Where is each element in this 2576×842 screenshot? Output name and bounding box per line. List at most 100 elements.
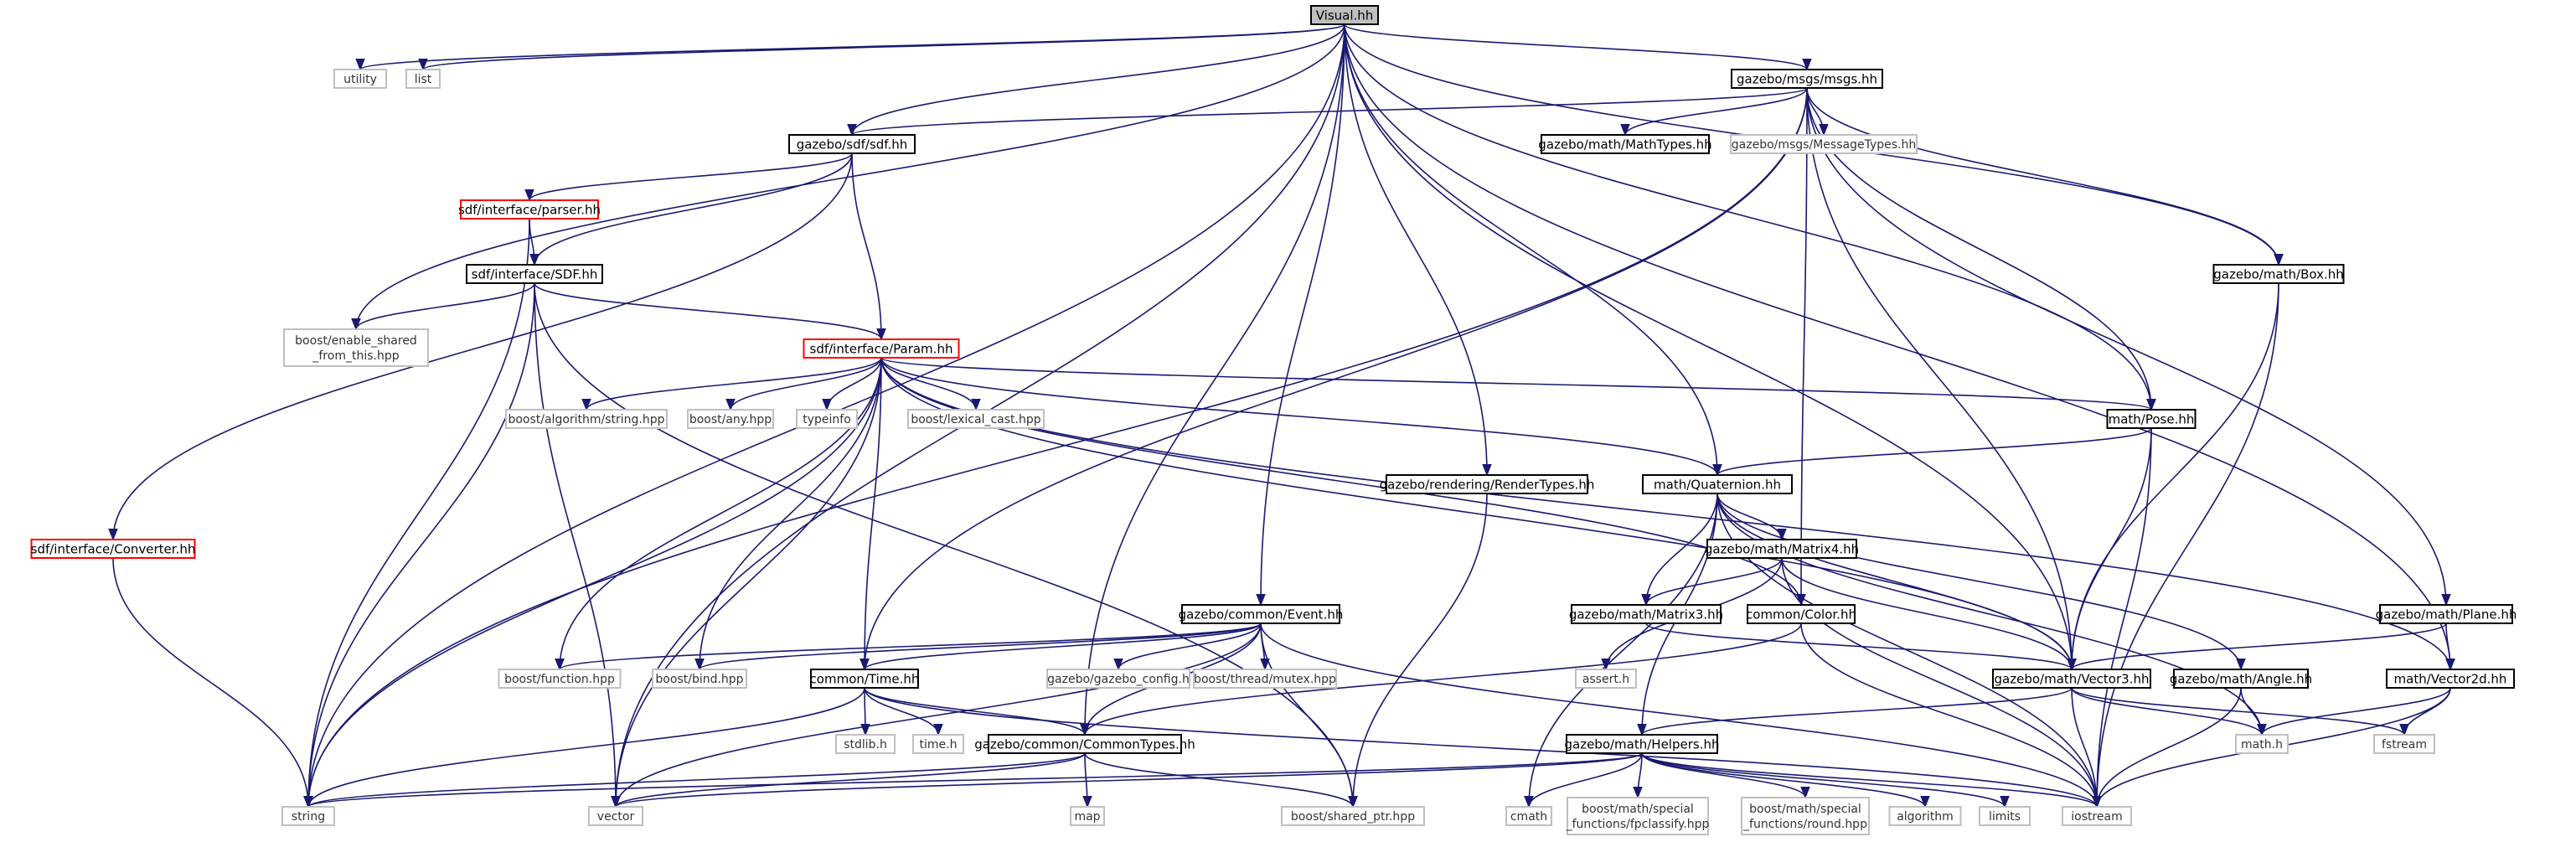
node-box: [588, 806, 643, 826]
node-enable: boost/enable_shared_from_this.hpp: [283, 328, 429, 367]
node-box: [460, 199, 599, 220]
edge-plane-to-vector3: [2067, 622, 2447, 671]
node-label: common/Color.hh: [1746, 607, 1856, 622]
node-time[interactable]: common/Time.hh: [810, 669, 920, 689]
node-label: gazebo/math/Matrix4.hh: [1705, 542, 1859, 557]
node-parser[interactable]: sdf/interface/parser.hh: [458, 199, 601, 220]
edge-pose-to-vector3: [2067, 427, 2152, 671]
node-label: iostream: [2071, 810, 2123, 824]
node-mathtypes[interactable]: gazebo/math/MathTypes.hh: [1538, 134, 1712, 154]
node-plane[interactable]: gazebo/math/Plane.hh: [2376, 604, 2517, 624]
node-box[interactable]: gazebo/math/Box.hh: [2212, 264, 2345, 284]
node-event[interactable]: gazebo/common/Event.hh: [1179, 604, 1344, 624]
node-pose[interactable]: math/Pose.hh: [2106, 409, 2197, 429]
edge-helpers-to-vector: [611, 752, 1643, 808]
node-label: gazebo/gazebo_config.h: [1047, 673, 1190, 686]
edge-parser-to-string: [303, 218, 530, 808]
edge-event-to-bind: [694, 622, 1262, 671]
node-label: time.h: [920, 738, 958, 752]
node-box: [652, 669, 747, 689]
edge-time-to-timeh: [864, 687, 943, 736]
node-stdlib: stdlib.h: [835, 734, 896, 754]
node-fpclassify: boost/math/special_functions/fpclassify.…: [1566, 797, 1709, 835]
node-rendertypes[interactable]: gazebo/rendering/RenderTypes.hh: [1380, 474, 1595, 494]
edge-visual-to-quat: [1344, 23, 1722, 477]
node-color[interactable]: common/Color.hh: [1746, 604, 1856, 624]
edge-visual-to-vector3: [1344, 23, 2077, 671]
edge-layer: [108, 23, 2455, 808]
edge-color-to-commontypes: [1080, 622, 1802, 736]
node-limits: limits: [1979, 806, 2031, 826]
edge-helpers-to-algorithm: [1641, 752, 1930, 808]
node-label: boost/lexical_cast.hpp: [911, 413, 1040, 426]
node-sdf[interactable]: gazebo/sdf/sdf.hh: [788, 134, 916, 154]
node-label: gazebo/msgs/MessageTypes.hh: [1732, 138, 1916, 152]
node-param[interactable]: sdf/interface/Param.hh: [803, 338, 960, 359]
edge-quat-to-mathh: [1716, 493, 2267, 736]
edge-msgs-to-sdf: [847, 87, 1808, 137]
edge-quat-to-cmath: [1524, 493, 1718, 808]
edge-sdfhh-to-enable: [351, 282, 535, 331]
node-label: Visual.hh: [1316, 8, 1374, 23]
node-list: list: [405, 69, 441, 89]
node-box: [1505, 806, 1552, 826]
edge-param-to-string: [303, 357, 882, 808]
edge-visual-to-pose: [1344, 23, 2156, 411]
node-helpers[interactable]: gazebo/math/Helpers.hh: [1564, 734, 1720, 754]
node-label: sdf/interface/Converter.hh: [31, 542, 196, 557]
edge-sdf-to-converter: [108, 152, 853, 541]
node-commontypes[interactable]: gazebo/common/CommonTypes.hh: [974, 734, 1195, 754]
node-label: math/Quaternion.hh: [1654, 478, 1781, 493]
node-label: assert.h: [1582, 673, 1629, 686]
node-angle[interactable]: gazebo/math/Angle.hh: [2170, 669, 2312, 689]
edge-vector3-to-mathh: [2071, 687, 2267, 736]
node-box: [1181, 604, 1340, 624]
edge-visual-to-enable: [351, 23, 1345, 331]
node-label: common/Time.hh: [810, 672, 920, 687]
node-sdfhh[interactable]: sdf/interface/SDF.hh: [466, 264, 603, 284]
node-box: [1706, 539, 1857, 559]
edge-param-to-vector: [611, 357, 882, 808]
node-label: cmath: [1510, 810, 1547, 824]
node-box: [835, 734, 896, 754]
node-box: [988, 734, 1182, 754]
node-utility: utility: [333, 69, 387, 89]
edge-time-to-string: [303, 687, 865, 808]
node-label: stdlib.h: [844, 738, 887, 752]
node-box: [2106, 409, 2197, 429]
node-cmath: cmath: [1505, 806, 1552, 826]
edge-param-to-vector3: [880, 357, 2077, 671]
node-box: [803, 338, 960, 359]
edge-matrix4-to-matrix3: [1641, 557, 1783, 607]
edge-param-to-bind: [694, 357, 882, 671]
node-string: string: [281, 806, 335, 826]
node-typeinfo: typeinfo: [796, 409, 858, 429]
edge-commontypes-to-string: [303, 752, 1086, 808]
edge-box-to-vector3: [2067, 282, 2279, 671]
node-box: [796, 409, 858, 429]
node-quat[interactable]: math/Quaternion.hh: [1642, 474, 1793, 494]
node-vector3[interactable]: gazebo/math/Vector3.hh: [1992, 669, 2151, 689]
edge-param-to-any: [725, 357, 882, 411]
edge-quat-to-angle: [1716, 493, 2246, 671]
edge-event-to-gzconfig: [1113, 622, 1262, 671]
node-box: [281, 806, 335, 826]
edge-sdf-to-param: [851, 152, 886, 341]
node-box: [498, 669, 622, 689]
node-box: [30, 539, 196, 559]
edge-msgs-to-mathtypes: [1620, 87, 1808, 137]
edge-quat-to-vector3: [1716, 493, 2077, 671]
node-matrix4[interactable]: gazebo/math/Matrix4.hh: [1705, 539, 1859, 559]
node-matrix3[interactable]: gazebo/math/Matrix3.hh: [1569, 604, 1723, 624]
edge-pose-to-quat: [1712, 427, 2152, 477]
node-box: [1575, 669, 1637, 689]
edge-helpers-to-cmath: [1524, 752, 1643, 808]
node-msgs[interactable]: gazebo/msgs/msgs.hh: [1731, 69, 1883, 89]
node-vector2d[interactable]: math/Vector2d.hh: [2386, 669, 2515, 689]
node-label: gazebo/math/Plane.hh: [2376, 607, 2517, 622]
node-converter[interactable]: sdf/interface/Converter.hh: [30, 539, 196, 559]
node-box: [788, 134, 916, 154]
node-visual[interactable]: Visual.hh: [1310, 5, 1379, 25]
node-label: sdf/interface/parser.hh: [458, 203, 601, 218]
